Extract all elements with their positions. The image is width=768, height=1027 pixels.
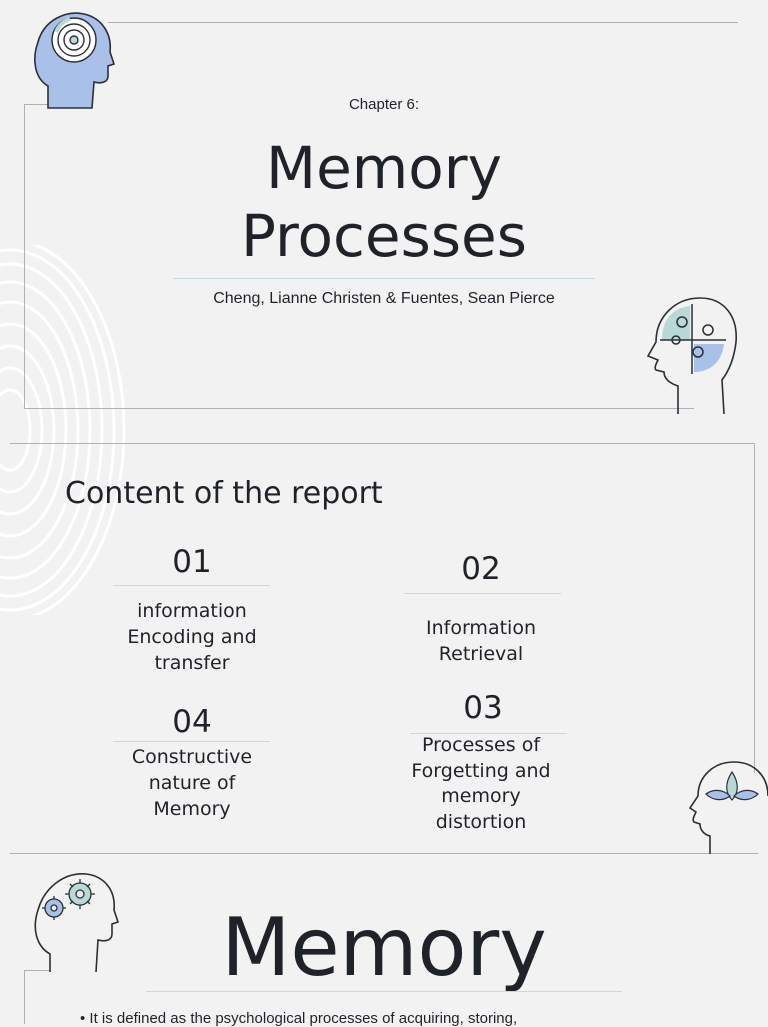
- slide1-top-border: [108, 22, 738, 23]
- fingerprint-decoration: [0, 245, 126, 615]
- item-number-01: 01: [172, 544, 212, 580]
- item-text-03: Processes of Forgetting and memory disto…: [411, 734, 551, 833]
- item-text-04: Constructive nature of Memory: [131, 746, 253, 820]
- item-03-underline: [410, 733, 567, 734]
- slide1-left-stub: [24, 104, 54, 105]
- item-04-underline: [113, 741, 270, 742]
- chapter-label: Chapter 6:: [348, 96, 420, 113]
- contents-heading: Content of the report: [65, 476, 383, 511]
- slide2-right-border: [754, 443, 755, 773]
- head-maze-icon: [34, 12, 116, 109]
- item-number-03: 03: [463, 690, 503, 726]
- head-gears-icon: [34, 873, 120, 973]
- memory-title-underline: [146, 991, 622, 992]
- slide1-bottom-border: [24, 408, 694, 409]
- item-01-underline: [113, 585, 270, 586]
- head-puzzle-icon: [646, 297, 737, 415]
- bullet-dot: •: [80, 1010, 90, 1027]
- title-line-2: Processes: [241, 202, 527, 270]
- item-02-underline: [404, 593, 561, 594]
- slide1-left-border: [24, 104, 25, 409]
- memory-title: Memory: [221, 901, 547, 994]
- definition-text: It is defined as the psychological proce…: [89, 1010, 518, 1027]
- item-number-02: 02: [461, 551, 501, 587]
- slide-title: Memory Processes: [0, 134, 768, 270]
- slide2-top-border: [10, 443, 755, 444]
- item-number-04: 04: [172, 704, 212, 740]
- slide3-left-border: [24, 970, 25, 1024]
- item-text-02: Information Retrieval: [426, 617, 536, 665]
- slide2-bottom-border: [10, 853, 758, 854]
- title-line-1: Memory: [266, 134, 502, 202]
- title-underline: [173, 278, 595, 279]
- item-text-01: information Encoding and transfer: [127, 600, 257, 674]
- head-leaves-icon: [688, 761, 768, 854]
- slide3-left-stub: [24, 970, 50, 971]
- authors: Cheng, Lianne Christen & Fuentes, Sean P…: [213, 290, 555, 307]
- definition-bullet: • It is defined as the psychological pro…: [80, 1010, 517, 1027]
